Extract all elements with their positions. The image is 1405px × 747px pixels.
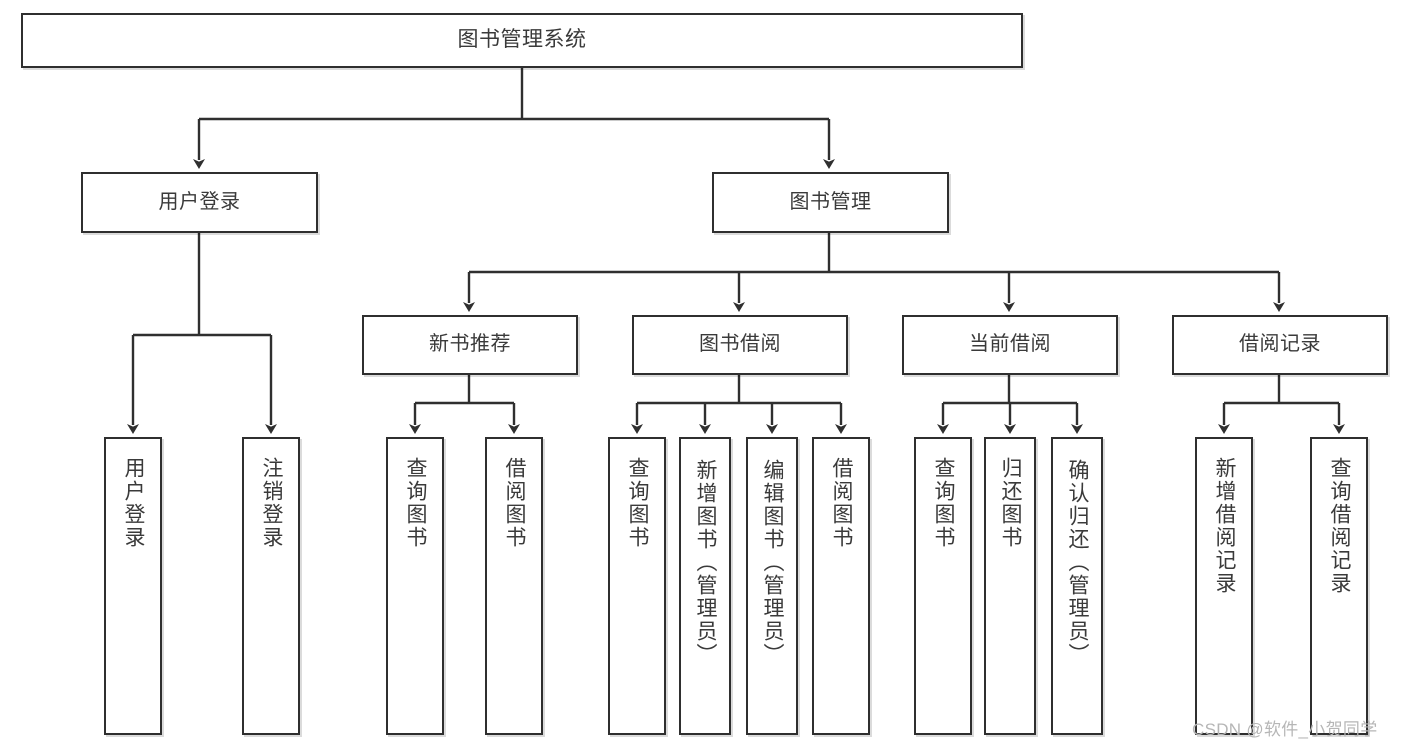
leaf-new-book-query[interactable]: 查询图书 xyxy=(386,437,444,735)
node-label: 借阅记录 xyxy=(1239,333,1321,356)
leaf-new-book-borrow[interactable]: 借阅图书 xyxy=(485,437,543,735)
leaf-current-return-book[interactable]: 归还图书 xyxy=(984,437,1036,735)
node-label: 用户登录 xyxy=(158,190,241,213)
node-new-book-recommend[interactable]: 新书推荐 xyxy=(362,315,578,375)
leaf-borrow-query-book[interactable]: 查询图书 xyxy=(608,437,666,735)
node-borrow-record[interactable]: 借阅记录 xyxy=(1172,315,1388,375)
node-label: 查询图书 xyxy=(932,457,956,549)
leaf-user-login-logout[interactable]: 注销登录 xyxy=(242,437,300,735)
node-label: 图书借阅 xyxy=(699,333,781,356)
node-book-borrow[interactable]: 图书借阅 xyxy=(632,315,848,375)
leaf-borrow-edit-book-admin[interactable]: 编辑图书（管理员） xyxy=(746,437,798,735)
node-label: 查询图书 xyxy=(404,457,428,549)
node-user-login[interactable]: 用户登录 xyxy=(81,172,318,233)
leaf-borrow-add-book-admin[interactable]: 新增图书（管理员） xyxy=(679,437,731,735)
node-current-borrow[interactable]: 当前借阅 xyxy=(902,315,1118,375)
leaf-user-login-login[interactable]: 用户登录 xyxy=(104,437,162,735)
node-label: 编辑图书（管理员） xyxy=(761,459,785,666)
leaf-record-add-record[interactable]: 新增借阅记录 xyxy=(1195,437,1253,735)
node-label: 图书管理 xyxy=(789,190,872,213)
node-label: 图书管理系统 xyxy=(457,28,587,52)
node-book-management[interactable]: 图书管理 xyxy=(712,172,949,233)
leaf-record-query-record[interactable]: 查询借阅记录 xyxy=(1310,437,1368,735)
node-label: 新增借阅记录 xyxy=(1213,457,1237,595)
node-root-system[interactable]: 图书管理系统 xyxy=(21,13,1023,68)
leaf-current-query-book[interactable]: 查询图书 xyxy=(914,437,972,735)
node-label: 借阅图书 xyxy=(503,457,527,549)
node-label: 确认归还（管理员） xyxy=(1066,459,1090,666)
node-label: 当前借阅 xyxy=(969,333,1051,356)
node-label: 查询图书 xyxy=(626,457,650,549)
leaf-borrow-borrow-book[interactable]: 借阅图书 xyxy=(812,437,870,735)
node-label: 归还图书 xyxy=(999,457,1023,549)
csdn-watermark: CSDN @软件_小贺同学 xyxy=(1192,720,1378,739)
node-label: 借阅图书 xyxy=(830,457,854,549)
node-label: 用户登录 xyxy=(122,457,146,549)
node-label: 注销登录 xyxy=(260,457,284,549)
leaf-current-confirm-return-admin[interactable]: 确认归还（管理员） xyxy=(1051,437,1103,735)
node-label: 新书推荐 xyxy=(429,333,511,356)
node-label: 查询借阅记录 xyxy=(1328,457,1352,595)
node-label: 新增图书（管理员） xyxy=(694,459,718,666)
